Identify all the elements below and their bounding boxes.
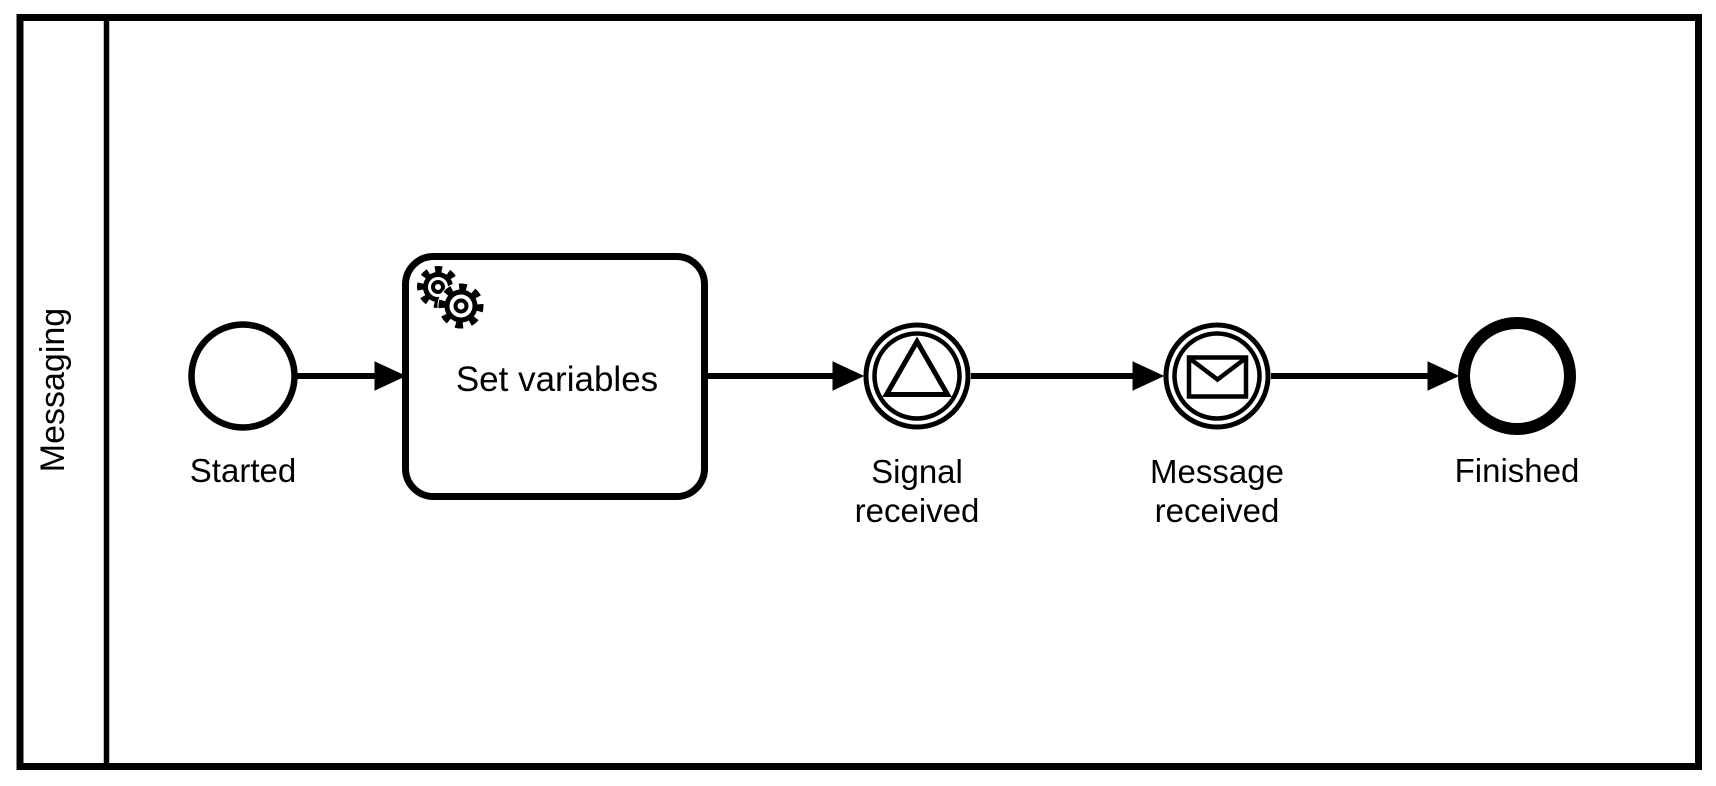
pool-label: Messaging bbox=[34, 308, 72, 472]
sequence-flow-task-to-signal[interactable] bbox=[705, 361, 865, 391]
arrowhead-icon bbox=[374, 361, 407, 391]
signal-event-label-line2: received bbox=[855, 492, 980, 529]
service-gears-icon bbox=[417, 266, 485, 330]
end-event-label: Finished bbox=[1455, 452, 1580, 489]
signal-triangle-icon bbox=[882, 336, 952, 397]
end-event-circle[interactable] bbox=[1458, 317, 1576, 435]
sequence-flow-signal-to-message[interactable] bbox=[971, 361, 1165, 391]
start-event-label: Started bbox=[190, 452, 296, 489]
arrowhead-icon bbox=[832, 361, 865, 391]
event-inner-circle bbox=[1172, 331, 1262, 421]
sequence-flow-start-to-task[interactable] bbox=[297, 361, 407, 391]
signal-event-label-line1: Signal bbox=[871, 453, 963, 490]
message-catch-event[interactable]: Message received bbox=[1150, 322, 1284, 529]
signal-catch-event[interactable]: Signal received bbox=[855, 322, 980, 529]
start-event-started[interactable]: Started bbox=[188, 321, 298, 490]
message-envelope-icon bbox=[1186, 355, 1249, 399]
message-event-label-line1: Message bbox=[1150, 453, 1284, 490]
arrowhead-icon bbox=[1427, 361, 1460, 391]
service-task-set-variables[interactable]: Set variables bbox=[402, 253, 708, 500]
end-event-finished[interactable]: Finished bbox=[1455, 317, 1580, 489]
arrowhead-icon bbox=[1132, 361, 1165, 391]
start-event-circle[interactable] bbox=[188, 321, 298, 431]
pool-messaging[interactable]: Messaging bbox=[16, 14, 1702, 770]
event-inner-circle bbox=[872, 331, 962, 421]
event-outer-circle[interactable] bbox=[863, 322, 971, 430]
pool-border[interactable] bbox=[16, 14, 1702, 770]
task-label: Set variables bbox=[456, 360, 658, 399]
message-event-label-line2: received bbox=[1155, 492, 1280, 529]
sequence-flow-message-to-end[interactable] bbox=[1271, 361, 1460, 391]
